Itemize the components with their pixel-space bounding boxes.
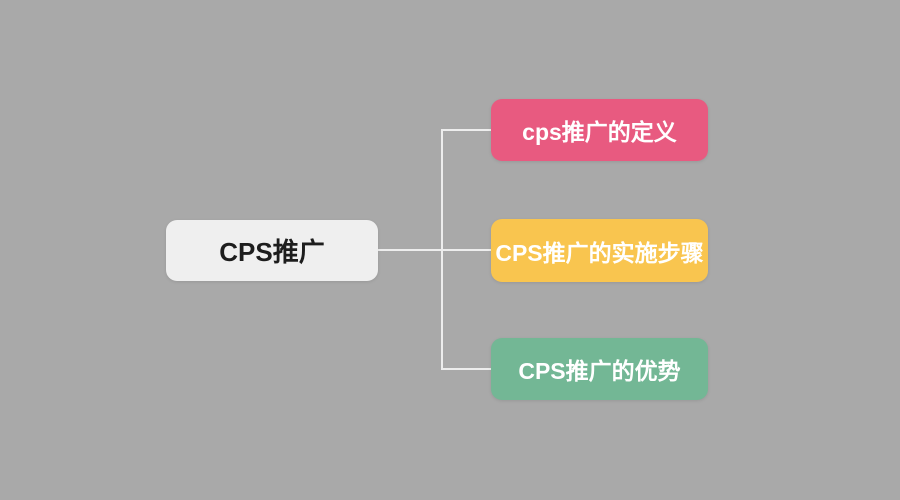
branch-node-label: CPS推广的优势 xyxy=(518,358,681,384)
mindmap-branch-node-implementation-steps[interactable]: CPS推广的实施步骤 xyxy=(491,219,708,282)
branch-node-label: cps推广的定义 xyxy=(522,119,677,145)
connector-spine-vertical xyxy=(441,129,443,370)
branch-node-label: CPS推广的实施步骤 xyxy=(495,239,704,266)
mindmap-branch-node-definition[interactable]: cps推广的定义 xyxy=(491,99,708,161)
connector-spine-to-branch-definition xyxy=(442,129,491,131)
connector-spine-to-branch-advantages xyxy=(442,368,491,370)
connector-root-to-spine xyxy=(378,249,491,251)
mindmap-branch-node-advantages[interactable]: CPS推广的优势 xyxy=(491,338,708,400)
mindmap-root-node[interactable]: CPS推广 xyxy=(166,220,378,281)
root-node-label: CPS推广 xyxy=(219,237,325,267)
